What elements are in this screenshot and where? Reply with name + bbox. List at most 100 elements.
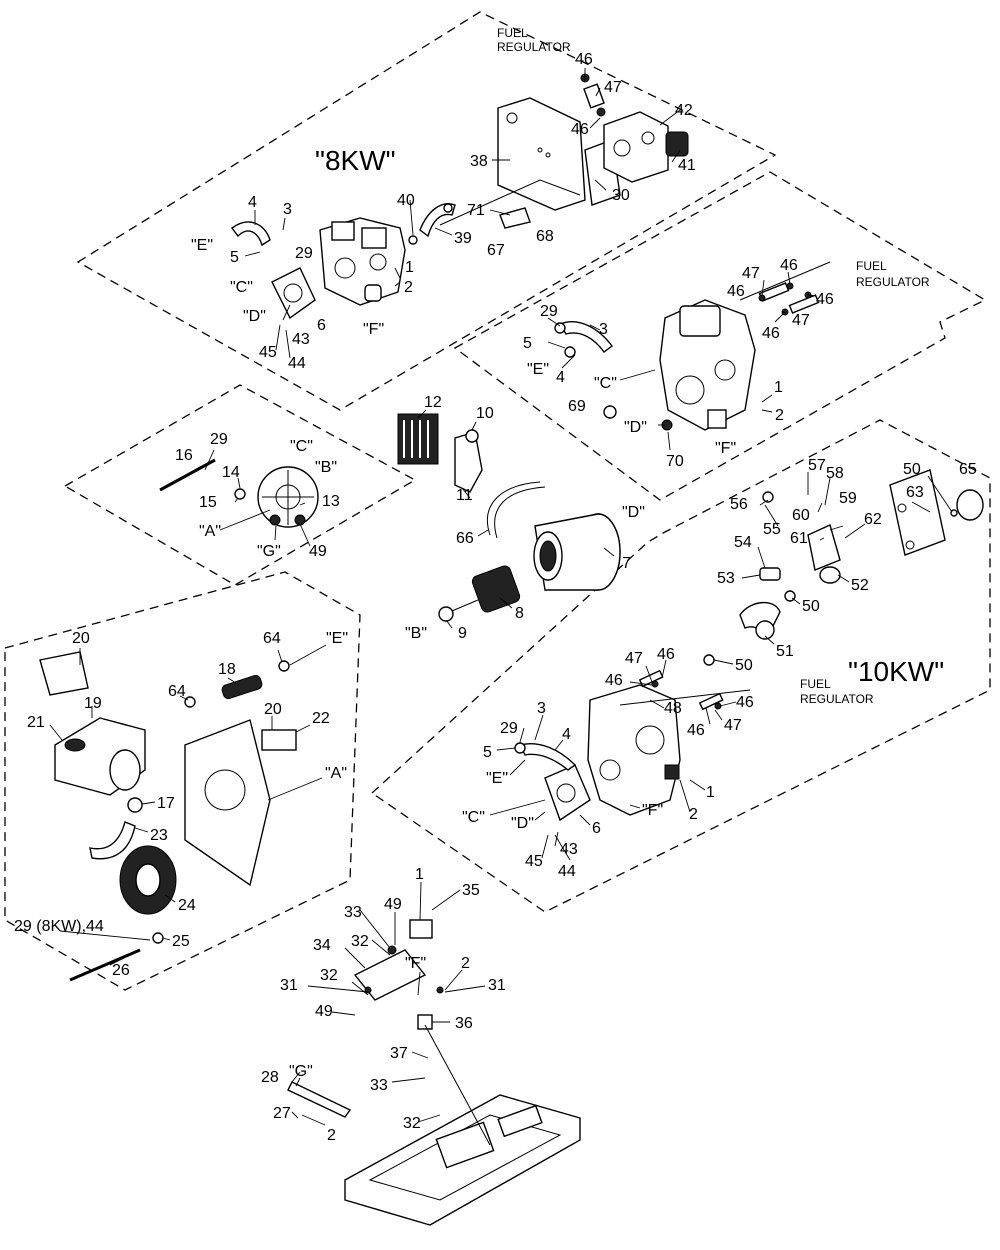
callout-26: 26 (112, 962, 130, 979)
breather-hose-8kw (231, 203, 456, 247)
callout-f: "F" (363, 321, 384, 338)
flex-pipe-18 (184, 660, 290, 708)
callout-56: 56 (730, 496, 748, 513)
callout-e: "E" (191, 237, 213, 254)
callout-28: 28 (261, 1069, 279, 1086)
callout-29: 29 (540, 303, 558, 320)
callout-c: "C" (290, 438, 313, 455)
callout-1: 1 (405, 259, 414, 276)
stud-16 (159, 458, 216, 492)
callout-a: "A" (325, 765, 347, 782)
frame-10kw-engine (453, 171, 987, 501)
washer-25 (152, 932, 164, 944)
callout-1: 1 (774, 379, 783, 396)
callout-66: 66 (456, 530, 474, 547)
fuel-regulator-10kw (759, 469, 984, 584)
callout-9: 9 (458, 625, 467, 642)
callout-39: 39 (454, 230, 472, 247)
callout-10: 10 (476, 405, 494, 422)
callout-e: "E" (486, 770, 508, 787)
callout-43: 43 (292, 331, 310, 348)
callout-3: 3 (283, 201, 292, 218)
part-14 (234, 488, 246, 500)
callout-2: 2 (461, 955, 470, 972)
frame-muffler (4, 571, 361, 991)
flywheel-adapter-8kw (271, 267, 316, 320)
fuel-regulator-note-top-l1: FUEL (497, 26, 528, 40)
base-frame (344, 1094, 581, 1226)
callout-46: 46 (687, 722, 705, 739)
label-22 (261, 729, 297, 751)
callout-37: 37 (390, 1045, 408, 1062)
callout-65: 65 (959, 461, 977, 478)
callout-b: "B" (315, 459, 337, 476)
callout-50: 50 (903, 461, 921, 478)
callout-47: 47 (792, 312, 810, 329)
callout-c: "C" (462, 809, 485, 826)
callout-46: 46 (575, 51, 593, 68)
callout-4: 4 (556, 369, 565, 386)
callout-3: 3 (537, 700, 546, 717)
callout-47: 47 (742, 265, 760, 282)
fuel-regulator-note-right-l1: FUEL (856, 259, 887, 273)
callout-46: 46 (816, 291, 834, 308)
callout-45: 45 (259, 344, 277, 361)
callout-46: 46 (657, 646, 675, 663)
flywheel-adapter-10kw (544, 764, 591, 822)
callout-33: 33 (370, 1077, 388, 1094)
wire-66 (486, 481, 546, 539)
callout-13: 13 (322, 493, 340, 510)
callout-30: 30 (612, 187, 630, 204)
frame-10kw (370, 419, 991, 913)
callout-59: 59 (839, 490, 857, 507)
stud-26 (69, 948, 141, 982)
callout-f: "F" (405, 955, 426, 972)
callout-31: 31 (488, 977, 506, 994)
heat-shield-20 (39, 651, 89, 696)
callout-19: 19 (84, 695, 102, 712)
engine-8kw (319, 217, 406, 306)
callout-20: 20 (264, 701, 282, 718)
fuel-fittings-10kw-lower (619, 669, 751, 711)
callout-71: 71 (467, 202, 485, 219)
callout-3: 3 (599, 321, 608, 338)
callout-15: 15 (199, 494, 217, 511)
rectifier-12 (397, 413, 439, 465)
callout-48: 48 (664, 700, 682, 717)
callout-55: 55 (763, 521, 781, 538)
callout-50: 50 (802, 598, 820, 615)
callout-49: 49 (315, 1003, 333, 1020)
callout-24: 24 (178, 897, 196, 914)
callout-60: 60 (792, 507, 810, 524)
callout-40: 40 (397, 192, 415, 209)
callout-20: 20 (72, 630, 90, 647)
note-29-8kw-44: 29 (8KW),44 (14, 918, 104, 935)
callout-f: "F" (715, 440, 736, 457)
fuel-fitting-47-top (580, 73, 606, 117)
callout-18: 18 (218, 661, 236, 678)
callout-62: 62 (864, 511, 882, 528)
callout-43: 43 (560, 841, 578, 858)
callout-38: 38 (470, 153, 488, 170)
frame-8kw (76, 11, 777, 411)
callout-44: 44 (558, 863, 576, 880)
frame-fan-housing (63, 384, 417, 586)
callout-4: 4 (248, 194, 257, 211)
callout-25: 25 (172, 933, 190, 950)
callout-c: "C" (594, 375, 617, 392)
fuel-regulator-note-top-l2: REGULATOR (497, 40, 571, 54)
callout-35: 35 (462, 882, 480, 899)
fuel-regulator-note-mid-l2: REGULATOR (800, 692, 874, 706)
callout-2: 2 (775, 407, 784, 424)
callout-63: 63 (906, 484, 924, 501)
callout-47: 47 (604, 79, 622, 96)
callout-g: "G" (289, 1063, 313, 1080)
callout-8: 8 (515, 605, 524, 622)
callout-68: 68 (536, 228, 554, 245)
callout-53: 53 (717, 570, 735, 587)
callout-22: 22 (312, 710, 330, 727)
callout-12: 12 (424, 394, 442, 411)
fan-24 (119, 845, 177, 915)
callout-5: 5 (230, 249, 239, 266)
